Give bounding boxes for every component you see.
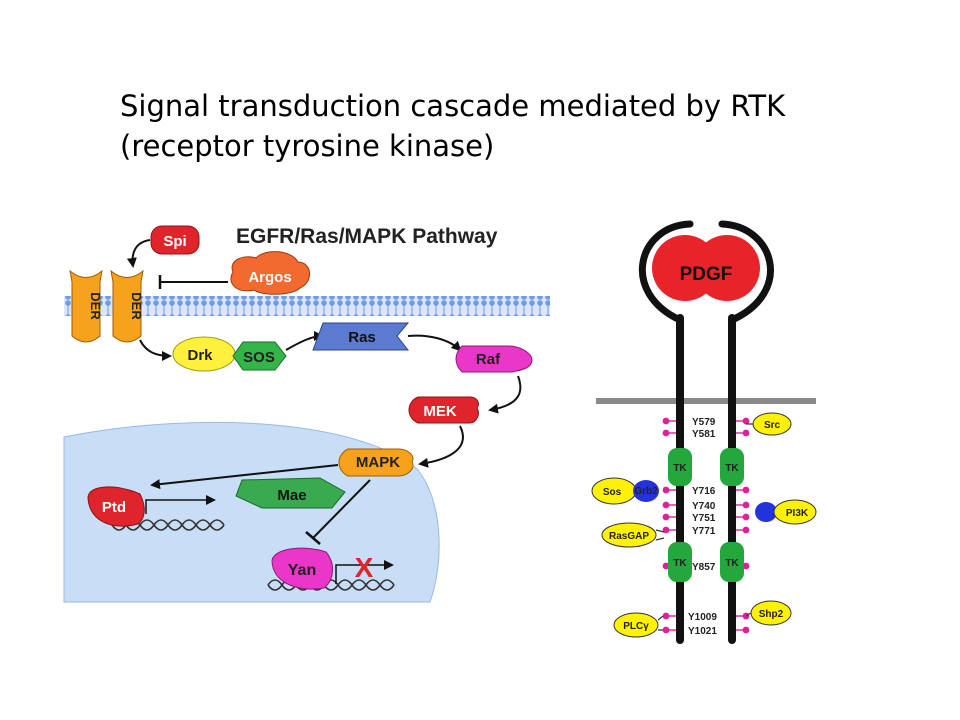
argos-label: Argos	[248, 269, 291, 286]
title-line-1: Signal transduction cascade mediated by …	[120, 89, 786, 123]
title-line-2: (receptor tyrosine kinase)	[120, 129, 495, 163]
rasgap-adaptor	[601, 522, 657, 548]
site-y1009: Y1009	[688, 612, 717, 623]
sos-node	[232, 341, 287, 371]
site-y771: Y771	[692, 526, 716, 537]
tk-domain-right-upper	[720, 448, 744, 486]
yan-transcription-arrow	[335, 560, 394, 584]
raf-label: Raf	[476, 351, 501, 368]
tk-label-right-lower: TK	[725, 558, 739, 569]
der-to-drk-arrow	[139, 339, 172, 361]
rasgap-label: RasGAP	[609, 531, 649, 542]
cell-membrane	[64, 296, 550, 316]
pdgf-label: PDGF	[680, 264, 733, 285]
site-y716: Y716	[692, 486, 716, 497]
site-y740: Y740	[692, 501, 716, 512]
tk-label-left-lower: TK	[673, 558, 687, 569]
der-label-2: DER	[129, 292, 144, 320]
plcg-label: PLCγ	[623, 621, 649, 632]
site-y1021: Y1021	[688, 626, 717, 637]
der-label-1: DER	[88, 292, 103, 320]
mek-node	[408, 396, 479, 424]
sos-adaptor-label: Sos	[603, 487, 622, 498]
tk-domain-left-lower	[668, 542, 692, 582]
drk-label: Drk	[187, 347, 213, 364]
plasma-membrane	[596, 398, 816, 404]
grb2-label: Grb2	[634, 486, 658, 497]
mapk-to-yan-inhibition-line	[312, 479, 371, 539]
src-label: Src	[764, 420, 781, 431]
pathway-heading: EGFR/Ras/MAPK Pathway	[236, 225, 498, 248]
ptd-transcription-arrow	[145, 495, 216, 514]
pi3k-adaptor	[773, 499, 817, 525]
ras-node	[312, 322, 410, 351]
receptor-arm-right	[718, 220, 774, 324]
receptor-arm-left	[638, 220, 694, 324]
raf-to-mek-arrow	[488, 375, 522, 414]
mae-label: Mae	[277, 487, 306, 504]
mapk-to-yan-inhibition-bar	[305, 531, 321, 545]
grb2-adaptor	[633, 480, 659, 502]
ptd-label: Ptd	[102, 499, 126, 516]
pi3k-binding-domain	[755, 502, 777, 522]
egfr-ras-mapk-pathway-diagram: EGFR/Ras/MAPK Pathway Spi Argos DER DER …	[63, 225, 550, 603]
yan-label: Yan	[288, 562, 316, 579]
mek-to-mapk-arrow	[418, 425, 464, 468]
tk-domain-right-lower	[720, 542, 744, 582]
spi-label: Spi	[163, 233, 186, 250]
tk-label-left-upper: TK	[673, 463, 687, 474]
mae-node	[235, 477, 346, 509]
blocked-transcription-mark: X	[355, 552, 374, 583]
site-y857: Y857	[692, 562, 716, 573]
phosphotyrosine-sites	[662, 417, 750, 634]
spi-activation-arrow	[126, 239, 151, 268]
tk-label-right-upper: TK	[725, 463, 739, 474]
mek-label: MEK	[423, 403, 457, 420]
slide-title: Signal transduction cascade mediated by …	[120, 86, 900, 166]
ptd-node	[87, 486, 145, 527]
pi3k-label: PI3K	[786, 508, 809, 519]
ras-to-raf-arrow	[407, 334, 462, 352]
ras-label: Ras	[348, 329, 376, 346]
mapk-node	[338, 448, 414, 477]
sos-label: SOS	[243, 349, 275, 366]
der-receptor-2: DER	[110, 269, 144, 343]
mapk-to-ptd-arrow	[150, 464, 339, 490]
yan-node	[271, 547, 333, 590]
tk-domain-left-upper	[668, 448, 692, 486]
site-y581: Y581	[692, 429, 716, 440]
der-receptor-1: DER	[69, 269, 103, 343]
argos-node	[230, 251, 310, 295]
plcg-adaptor	[613, 612, 659, 638]
pdgf-ligand-right	[694, 235, 760, 301]
spi-node	[150, 225, 200, 255]
shp2-label: Shp2	[759, 609, 784, 620]
site-y751: Y751	[692, 513, 716, 524]
pdgf-receptor-diagram: PDGF	[591, 220, 817, 644]
raf-node	[455, 345, 533, 373]
site-y579: Y579	[692, 417, 716, 428]
mapk-label: MAPK	[356, 454, 400, 471]
